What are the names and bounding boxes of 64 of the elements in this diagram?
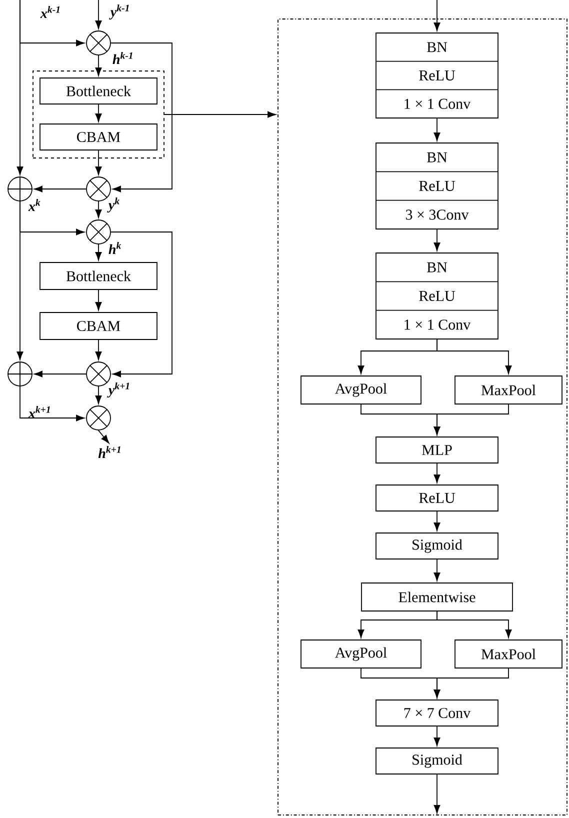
layer-stack: BN ReLU 3 × 3Conv xyxy=(376,142,498,230)
math-label: y$^{k+1}$ xyxy=(107,382,130,398)
arrow xyxy=(34,186,86,192)
arrow xyxy=(95,150,102,176)
arrow xyxy=(95,201,102,218)
arrow xyxy=(434,229,440,252)
multiply-circle xyxy=(86,30,111,56)
arrow xyxy=(434,0,440,32)
arrow xyxy=(95,104,102,122)
layer-box: 7 × 7 Conv xyxy=(376,700,498,726)
arrow xyxy=(434,404,509,436)
layer-box: MLP xyxy=(376,436,498,464)
layer-box: Bottleneck xyxy=(40,78,158,104)
math-label: x$^{k-1}$ xyxy=(40,6,60,18)
math-label: h$^{k}$ xyxy=(108,242,122,254)
arrow xyxy=(20,386,85,422)
add-circle xyxy=(7,176,33,202)
arrow xyxy=(95,386,102,404)
arrow xyxy=(436,611,512,638)
multiply-circle xyxy=(86,362,111,386)
layer-stack: BN ReLU 1 × 1 Conv xyxy=(376,32,498,118)
arrow xyxy=(34,370,86,378)
multiply-circle xyxy=(86,220,111,244)
arrow xyxy=(95,244,102,261)
arrow xyxy=(434,511,440,532)
math-label: h$^{k+1}$ xyxy=(98,446,120,458)
layer-box: MaxPool xyxy=(454,640,562,668)
arrow xyxy=(434,559,440,582)
arrow xyxy=(434,774,440,814)
math-label: y$^{k}$ xyxy=(107,197,120,213)
layer-box: MaxPool xyxy=(454,376,562,404)
layer-box: CBAM xyxy=(40,124,158,150)
layer-stack: BN ReLU 1 × 1 Conv xyxy=(376,252,498,340)
arrow xyxy=(95,0,102,30)
layer-box: CBAM xyxy=(40,312,158,340)
arrow xyxy=(434,118,440,142)
dashed-frame xyxy=(278,18,568,816)
arrow xyxy=(434,726,440,746)
arrow xyxy=(434,668,509,698)
arrow xyxy=(95,290,102,311)
add-circle xyxy=(7,361,33,387)
arrow xyxy=(95,55,102,76)
math-label: h$^{k-1}$ xyxy=(112,52,132,64)
layer-box: Sigmoid xyxy=(376,532,498,560)
layer-box: AvgPool xyxy=(300,640,422,668)
arrow xyxy=(98,430,110,444)
layer-box: Elementwise xyxy=(361,582,513,612)
layer-box: Sigmoid xyxy=(376,748,498,774)
math-label: y$^{k-1}$ xyxy=(109,4,129,20)
arrow xyxy=(436,339,512,374)
arrow xyxy=(16,0,24,176)
layer-box: ReLU xyxy=(376,484,498,512)
math-label: x$^{k}$ xyxy=(28,198,40,212)
arrow xyxy=(95,340,102,360)
arrow xyxy=(16,201,24,360)
arrow xyxy=(110,232,172,378)
dashed-frame xyxy=(32,70,164,158)
layer-box: Bottleneck xyxy=(40,262,158,290)
arrow xyxy=(164,111,276,118)
multiply-circle xyxy=(86,406,111,430)
arrow xyxy=(434,463,440,484)
multiply-circle xyxy=(86,176,111,202)
layer-box: AvgPool xyxy=(300,376,422,404)
arrow xyxy=(110,42,172,192)
